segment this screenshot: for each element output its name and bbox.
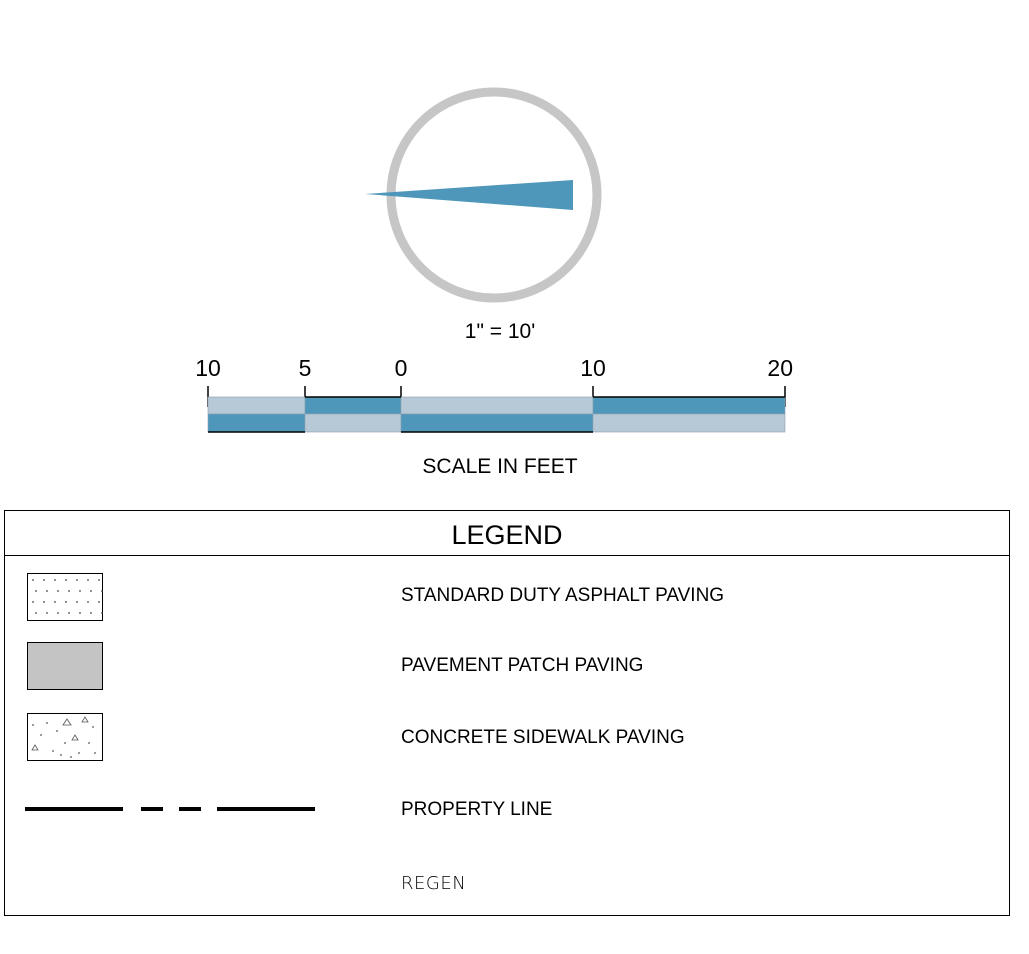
hatch-dot [35, 612, 37, 614]
hatch-dot [90, 612, 92, 614]
scale-caption: SCALE IN FEET [422, 455, 578, 478]
dotted-hatch-icon [27, 573, 103, 621]
hatch-dot [101, 590, 103, 592]
north-arrow-needle-icon [365, 180, 573, 210]
hatch-dot [57, 590, 59, 592]
hatch-dot [79, 590, 81, 592]
legend-label-concrete: CONCRETE SIDEWALK PAVING [401, 727, 685, 748]
hatch-dot [35, 590, 37, 592]
scale-segment [400, 413, 594, 433]
hatch-dot [68, 590, 70, 592]
scale-segment [400, 396, 594, 415]
hatch-dot [43, 579, 45, 581]
hatch-dot [43, 601, 45, 603]
hatch-dot [98, 601, 100, 603]
legend-table: LEGEND STANDARD DUTY ASPHALT PAVING PAVE… [4, 510, 1010, 916]
legend-row-patch: PAVEMENT PATCH PAVING [5, 641, 1009, 711]
hatch-dot [87, 601, 89, 603]
scale-segment [207, 396, 306, 415]
legend-row-concrete: CONCRETE SIDEWALK PAVING [5, 709, 1009, 779]
hatch-dot [76, 579, 78, 581]
hatch-dot [46, 612, 48, 614]
scale-segment [304, 396, 402, 415]
legend-title: LEGEND [5, 511, 1009, 556]
legend-row-regen: REGEN [5, 855, 1009, 925]
scale-tick-label: 5 [299, 355, 312, 381]
legend-label-asphalt: STANDARD DUTY ASPHALT PAVING [401, 585, 725, 606]
hatch-dot [65, 579, 67, 581]
hatch-dot [54, 601, 56, 603]
scale-tick-label: 10 [195, 355, 221, 381]
hatch-dot [32, 579, 34, 581]
hatch-dot [79, 612, 81, 614]
hatch-dot [68, 612, 70, 614]
legend-row-property-line: PROPERTY LINE [5, 781, 1009, 851]
hatch-dot [65, 601, 67, 603]
hatch-dot [101, 612, 103, 614]
hatch-dot [90, 590, 92, 592]
legend-row-asphalt: STANDARD DUTY ASPHALT PAVING [5, 569, 1009, 639]
hatch-dot [32, 601, 34, 603]
hatch-dot [54, 579, 56, 581]
scale-tick-label: 0 [395, 355, 408, 381]
dash-line-icon [25, 807, 315, 811]
scale-tick-label: 10 [580, 355, 606, 381]
gray-fill-icon [27, 642, 103, 690]
hatch-dot [76, 601, 78, 603]
concrete-hatch-icon [27, 713, 103, 761]
hatch-dot [98, 579, 100, 581]
hatch-dot [46, 590, 48, 592]
scale-bar: 10 5 0 10 20 [195, 355, 793, 433]
hatch-dot [57, 612, 59, 614]
scale-segment [592, 413, 786, 433]
legend-label-regen: REGEN [401, 873, 467, 894]
north-arrow [365, 87, 602, 303]
legend-label-patch: PAVEMENT PATCH PAVING [401, 655, 644, 676]
scale-segment [592, 396, 786, 415]
scale-segment [304, 413, 402, 433]
scale-segment [207, 413, 306, 433]
hatch-dot [87, 579, 89, 581]
scale-ratio-label: 1" = 10' [464, 320, 536, 343]
legend-label-property-line: PROPERTY LINE [401, 799, 553, 820]
scale-tick-label: 20 [767, 355, 793, 381]
